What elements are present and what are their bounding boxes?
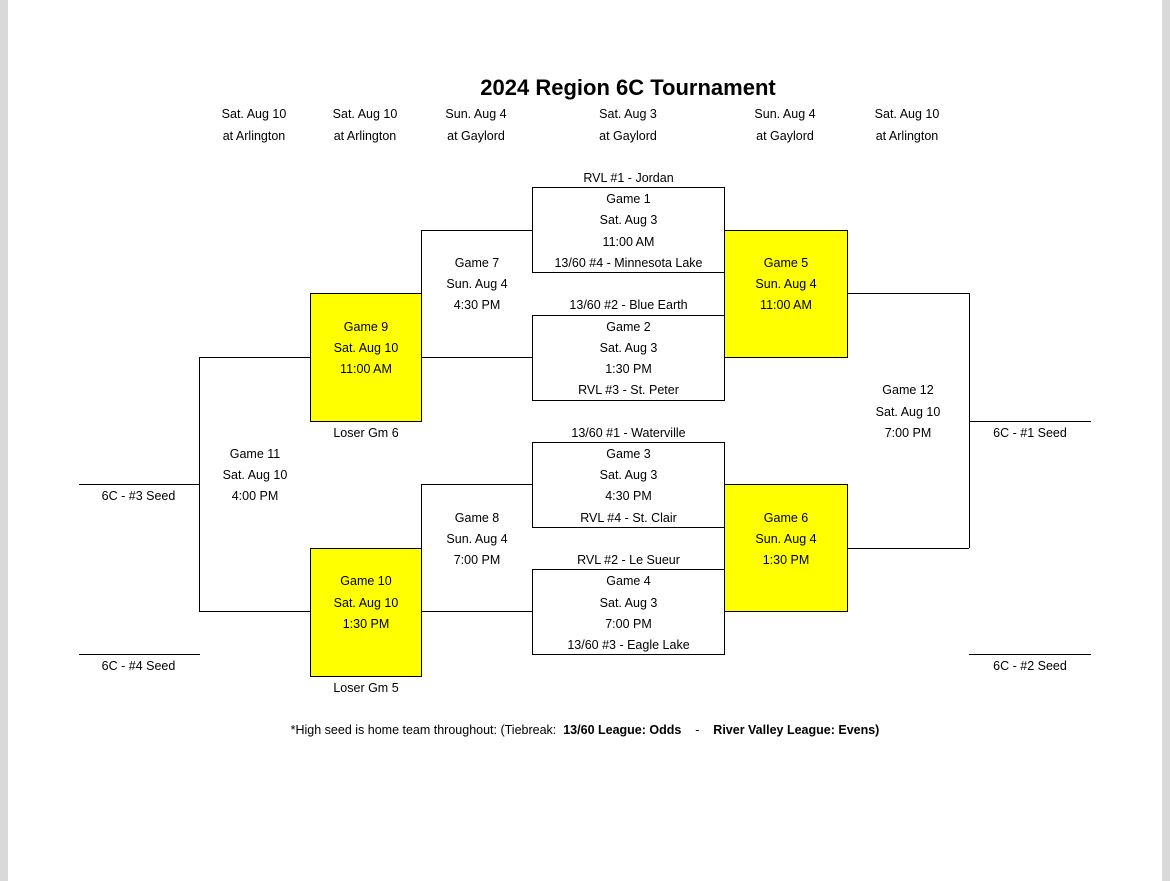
game-2-label: Game 2 (606, 320, 651, 334)
game-12-date: Sat. Aug 10 (875, 405, 941, 419)
seed-2-label: 6C - #2 Seed (993, 659, 1067, 673)
home-team-footnote: *High seed is home team throughout: (Tie… (0, 720, 1170, 741)
column-venue: at Gaylord (447, 129, 505, 143)
column-venue: at Gaylord (756, 129, 814, 143)
game-10-box (310, 548, 422, 677)
connector-line (421, 484, 422, 611)
footnote-separator: - (681, 723, 714, 737)
game-3-team-top: 13/60 #1 - Waterville (571, 426, 686, 440)
game-9-time: 11:00 AM (340, 362, 392, 376)
game-11-label: Game 11 (229, 447, 281, 461)
game-3-box (532, 442, 725, 528)
page-title: 2024 Region 6C Tournament (480, 75, 776, 100)
game-3-label: Game 3 (606, 447, 651, 461)
connector-line (421, 357, 533, 358)
game-1-team-top: RVL #1 - Jordan (583, 171, 674, 185)
game-11-date: Sat. Aug 10 (222, 468, 288, 482)
game-4-date: Sat. Aug 3 (599, 596, 658, 610)
game-12-time: 7:00 PM (884, 426, 932, 440)
connector-line (199, 611, 311, 612)
column-date: Sat. Aug 10 (874, 107, 940, 121)
game-9-loser-slot: Loser Gm 6 (333, 426, 399, 440)
column-date: Sat. Aug 3 (599, 107, 657, 121)
game-5-box (724, 230, 848, 358)
game-2-date: Sat. Aug 3 (599, 341, 658, 355)
game-2-box (532, 315, 725, 401)
game-4-team-top: RVL #2 - Le Sueur (577, 553, 680, 567)
seed-3-label: 6C - #3 Seed (101, 489, 176, 503)
connector-line (421, 611, 533, 612)
footnote-league-1: 13/60 League: Odds (563, 723, 682, 737)
game-3-time: 4:30 PM (605, 489, 652, 503)
game-1-team-bottom: 13/60 #4 - Minnesota Lake (554, 256, 703, 270)
game-9-label: Game 9 (343, 320, 389, 334)
game-7-label: Game 7 (454, 256, 500, 270)
game-6-label: Game 6 (763, 511, 809, 525)
seed-2-line (969, 654, 1091, 655)
seed-4-label: 6C - #4 Seed (101, 659, 176, 673)
seed-1-line (969, 421, 1091, 422)
column-date: Sat. Aug 10 (221, 107, 287, 121)
column-venue: at Gaylord (599, 129, 657, 143)
game-1-time: 11:00 AM (602, 235, 655, 249)
game-8-label: Game 8 (454, 511, 500, 525)
connector-line (969, 293, 970, 548)
game-12-label: Game 12 (882, 383, 934, 397)
game-10-time: 1:30 PM (342, 617, 390, 631)
game-5-date: Sun. Aug 4 (755, 277, 817, 291)
seed-4-line (79, 654, 200, 655)
game-7-date: Sun. Aug 4 (446, 277, 508, 291)
connector-line (421, 230, 422, 357)
game-4-box (532, 569, 725, 655)
game-11-time: 4:00 PM (231, 489, 279, 503)
game-4-team-bottom: 13/60 #3 - Eagle Lake (567, 638, 690, 652)
game-9-box (310, 293, 422, 422)
game-5-time: 11:00 AM (760, 298, 812, 312)
column-venue: at Arlington (222, 129, 286, 143)
game-2-team-bottom: RVL #3 - St. Peter (578, 383, 679, 397)
game-1-date: Sat. Aug 3 (599, 213, 658, 227)
game-7-time: 4:30 PM (453, 298, 501, 312)
game-6-time: 1:30 PM (762, 553, 810, 567)
game-4-time: 7:00 PM (605, 617, 652, 631)
game-10-loser-slot: Loser Gm 5 (333, 681, 399, 695)
game-6-box (724, 484, 848, 612)
footnote-prefix: *High seed is home team throughout: (Tie… (290, 723, 564, 737)
game-3-date: Sat. Aug 3 (599, 468, 658, 482)
game-1-label: Game 1 (606, 192, 651, 206)
game-8-time: 7:00 PM (453, 553, 501, 567)
column-date: Sun. Aug 4 (445, 107, 507, 121)
game-10-date: Sat. Aug 10 (333, 596, 399, 610)
footnote-league-2: River Valley League: Evens) (713, 723, 880, 737)
column-date: Sun. Aug 4 (754, 107, 816, 121)
connector-line (847, 548, 969, 549)
game-10-label: Game 10 (340, 574, 392, 588)
game-6-date: Sun. Aug 4 (755, 532, 817, 546)
game-2-time: 1:30 PM (605, 362, 652, 376)
game-4-label: Game 4 (606, 574, 651, 588)
seed-3-line (79, 484, 200, 485)
connector-line (421, 230, 533, 231)
connector-line (421, 484, 533, 485)
game-5-label: Game 5 (763, 256, 809, 270)
seed-1-label: 6C - #1 Seed (993, 426, 1067, 440)
game-2-team-top: 13/60 #2 - Blue Earth (569, 298, 688, 312)
column-date: Sat. Aug 10 (332, 107, 398, 121)
column-venue: at Arlington (875, 129, 939, 143)
game-8-date: Sun. Aug 4 (446, 532, 508, 546)
column-venue: at Arlington (333, 129, 397, 143)
connector-line (847, 293, 969, 294)
connector-line (199, 357, 311, 358)
game-3-team-bottom: RVL #4 - St. Clair (580, 511, 677, 525)
game-9-date: Sat. Aug 10 (333, 341, 399, 355)
